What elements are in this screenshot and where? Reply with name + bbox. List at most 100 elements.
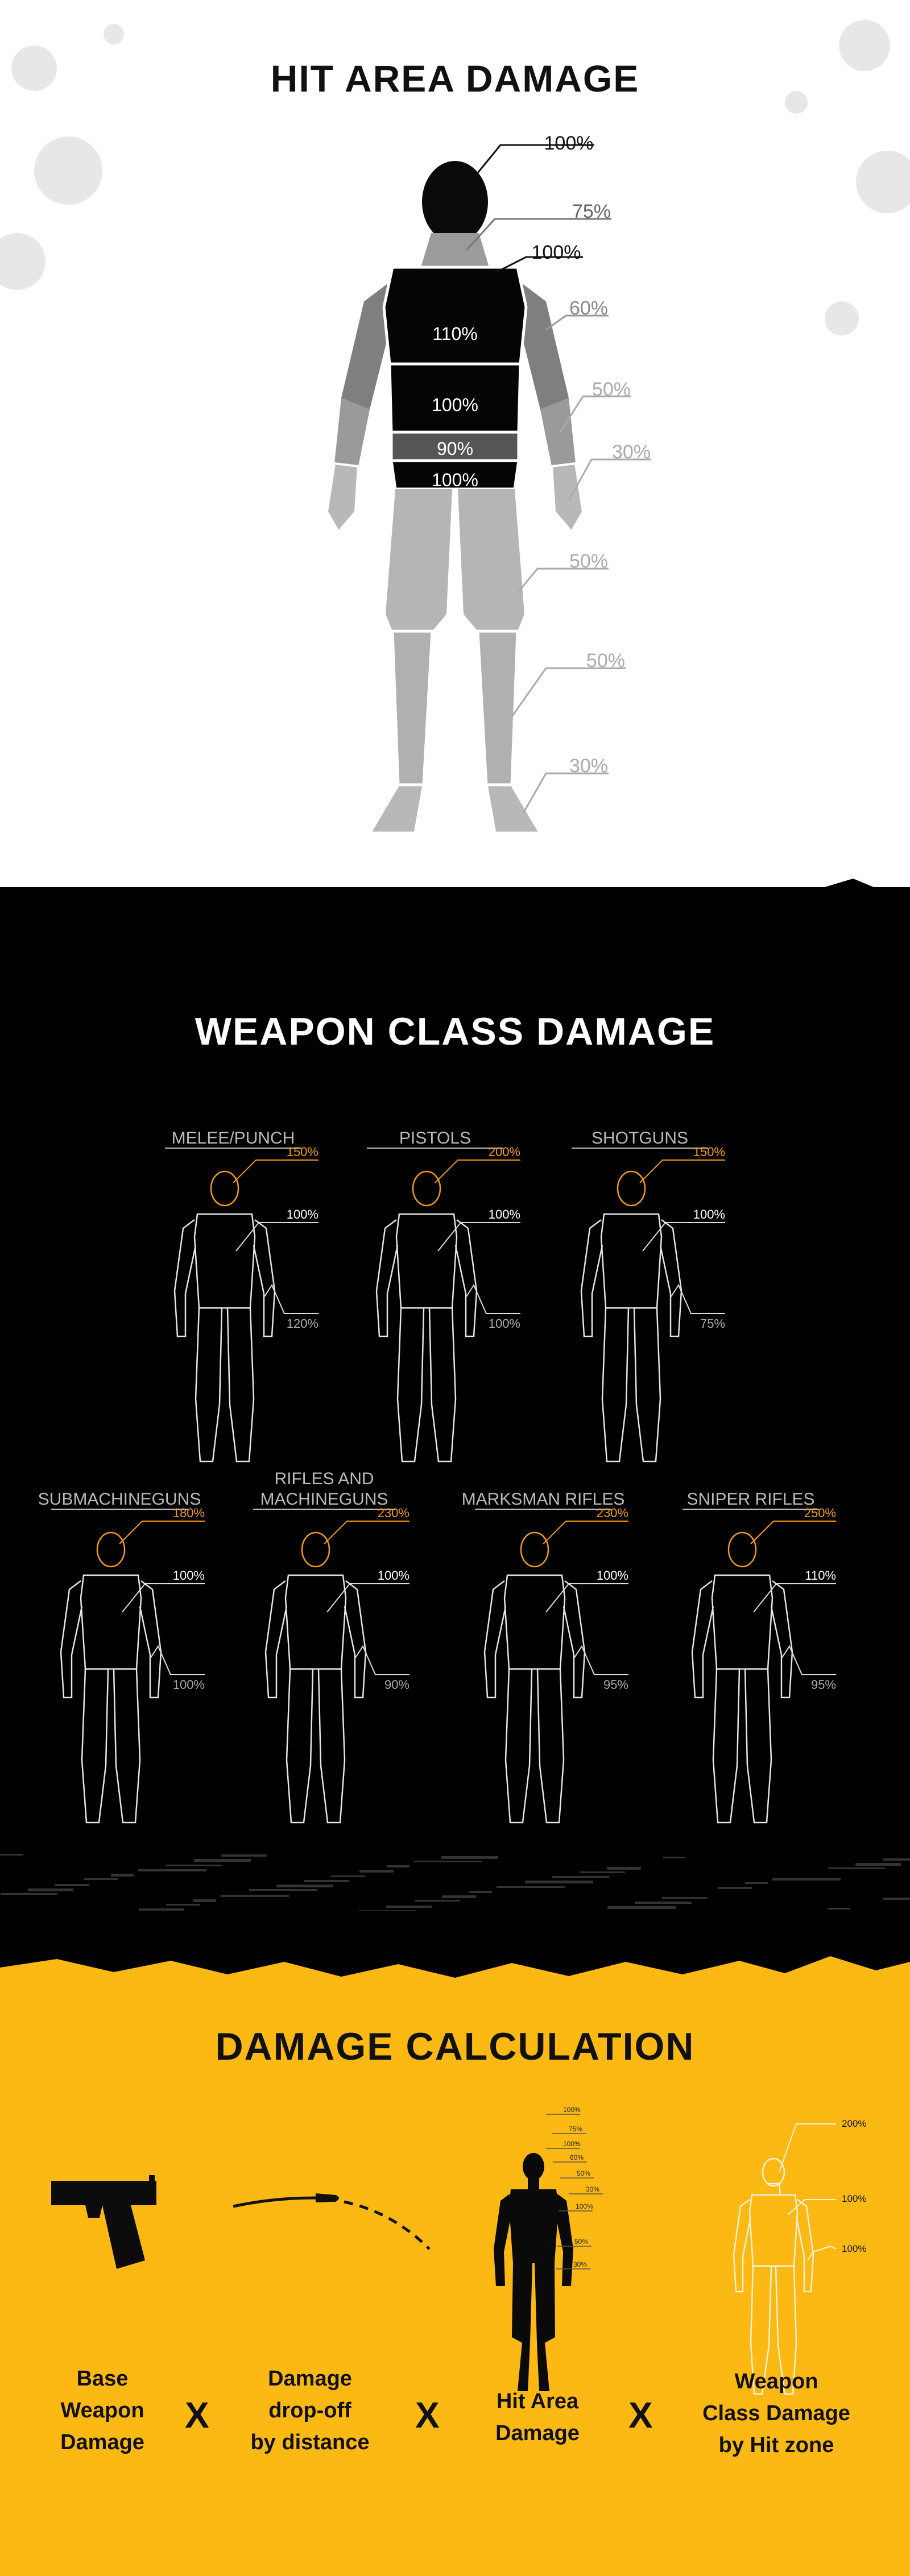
clavicle-label: 100% <box>532 242 581 263</box>
right-arm-outline <box>562 1580 586 1699</box>
factor-line: Damage <box>60 2430 144 2454</box>
body-multiplier: 100% <box>597 1568 628 1583</box>
foot-label: 30% <box>569 755 608 777</box>
limb-leader <box>671 1283 725 1314</box>
lower-arm-right <box>540 398 576 466</box>
left-leg-outline <box>396 1307 425 1463</box>
left-arm-outline <box>691 1580 714 1699</box>
factor-hit-area-damage: Hit Area Damage <box>475 2386 600 2449</box>
right-arm-outline <box>454 1219 478 1337</box>
upper-arm-label: 60% <box>569 297 608 319</box>
brush-transition-bottom <box>0 1911 910 1978</box>
thigh-label: 50% <box>569 550 608 572</box>
right-arm-outline <box>344 1580 367 1699</box>
body-leader <box>326 1583 410 1613</box>
lower-arm-label: 50% <box>592 379 631 400</box>
limb-multiplier: 90% <box>384 1678 410 1692</box>
torso-outline <box>503 1574 566 1670</box>
torso-outline <box>600 1213 663 1309</box>
head-outline <box>520 1531 549 1568</box>
head-multiplier: 150% <box>287 1145 318 1159</box>
stomach-value: 100% <box>432 395 478 415</box>
outline-figure <box>691 1531 793 1824</box>
mini-class-figure <box>733 2157 814 2395</box>
outline-figure <box>483 1531 586 1824</box>
right-arm-outline <box>139 1580 162 1699</box>
calculation-icons: 100%75%100%60%50%30%100%50%30% 200% 100%… <box>51 2106 866 2395</box>
limb-multiplier: 100% <box>173 1678 205 1692</box>
torso-outline <box>284 1574 347 1670</box>
right-leg-outline <box>428 1307 457 1463</box>
weapon-class-diagram: MELEE/PUNCH150%100%120%PISTOLS200%100%10… <box>0 1129 910 1935</box>
mini-hit-area-figure <box>494 2153 573 2391</box>
body-multiplier: 110% <box>805 1568 836 1583</box>
body-leader <box>545 1583 628 1613</box>
left-leg-outline <box>286 1668 314 1824</box>
factor-line: Class Damage <box>702 2401 850 2425</box>
leader-lines <box>465 144 651 814</box>
mini-hit-label: 100% <box>563 2140 581 2148</box>
class-name: SHOTGUNS <box>592 1129 688 1148</box>
neck-zone <box>421 233 489 267</box>
left-leg-outline <box>504 1668 533 1824</box>
body-leader <box>437 1222 520 1252</box>
shin-right <box>476 629 519 786</box>
body-multiplier: 100% <box>378 1568 410 1583</box>
factor-line: Base <box>76 2367 129 2391</box>
hit-area-title: HIT AREA DAMAGE <box>270 57 640 100</box>
right-leg-outline <box>317 1668 346 1824</box>
limb-multiplier: 100% <box>489 1316 520 1331</box>
shin-left <box>391 629 434 786</box>
right-leg-outline <box>536 1668 565 1824</box>
limb-multiplier: 120% <box>287 1316 318 1331</box>
right-arm-outline <box>770 1580 793 1699</box>
class-name: MELEE/PUNCH <box>172 1129 295 1148</box>
factor-base-weapon-damage: Base Weapon Damage <box>46 2363 159 2458</box>
body-leader <box>642 1222 725 1252</box>
head-multiplier: 180% <box>173 1506 205 1520</box>
limb-leader <box>466 1283 520 1314</box>
mini-hit-label: 30% <box>573 2260 587 2268</box>
limb-multiplier: 75% <box>700 1316 725 1331</box>
factor-weapon-class-damage: Weapon Class Damage by Hit zone <box>688 2366 864 2461</box>
mini-hit-label: 50% <box>574 2238 588 2246</box>
body-multiplier: 100% <box>173 1568 205 1583</box>
head-zone <box>422 161 488 243</box>
head-multiplier: 230% <box>597 1506 628 1520</box>
head-label: 100% <box>544 132 594 154</box>
multiply-operator: X <box>185 2395 209 2436</box>
head-multiplier: 150% <box>693 1145 725 1159</box>
hand-right <box>550 462 585 534</box>
factor-line: by distance <box>250 2430 370 2454</box>
head-leader <box>233 1159 318 1183</box>
left-arm-outline <box>60 1580 83 1699</box>
neck-label: 75% <box>572 201 611 222</box>
pistol-icon <box>51 2175 156 2269</box>
foot-right <box>485 783 543 835</box>
right-leg-outline <box>113 1668 141 1824</box>
left-leg-outline <box>601 1307 630 1463</box>
hit-area-diagram: 110% 100% 90% 100% 100% 75% 100% 60% 50%… <box>0 20 910 887</box>
body-multiplier: 100% <box>693 1207 725 1221</box>
outline-figure <box>264 1531 367 1824</box>
head-multiplier: 250% <box>804 1506 836 1520</box>
limb-leader <box>355 1645 410 1675</box>
damage-calculation-title: DAMAGE CALCULATION <box>215 2025 695 2068</box>
body-leader <box>235 1222 318 1252</box>
head-multiplier: 230% <box>378 1506 410 1520</box>
limb-leader <box>781 1645 836 1675</box>
right-arm-outline <box>659 1219 682 1337</box>
body-leader <box>122 1583 205 1613</box>
outline-figure <box>375 1170 478 1463</box>
torso-outline <box>395 1213 458 1309</box>
body-figure <box>325 161 585 835</box>
right-leg-outline <box>226 1307 255 1463</box>
brush-transition <box>0 879 910 887</box>
head-outline <box>96 1531 126 1568</box>
upper-arm-left <box>341 284 392 409</box>
